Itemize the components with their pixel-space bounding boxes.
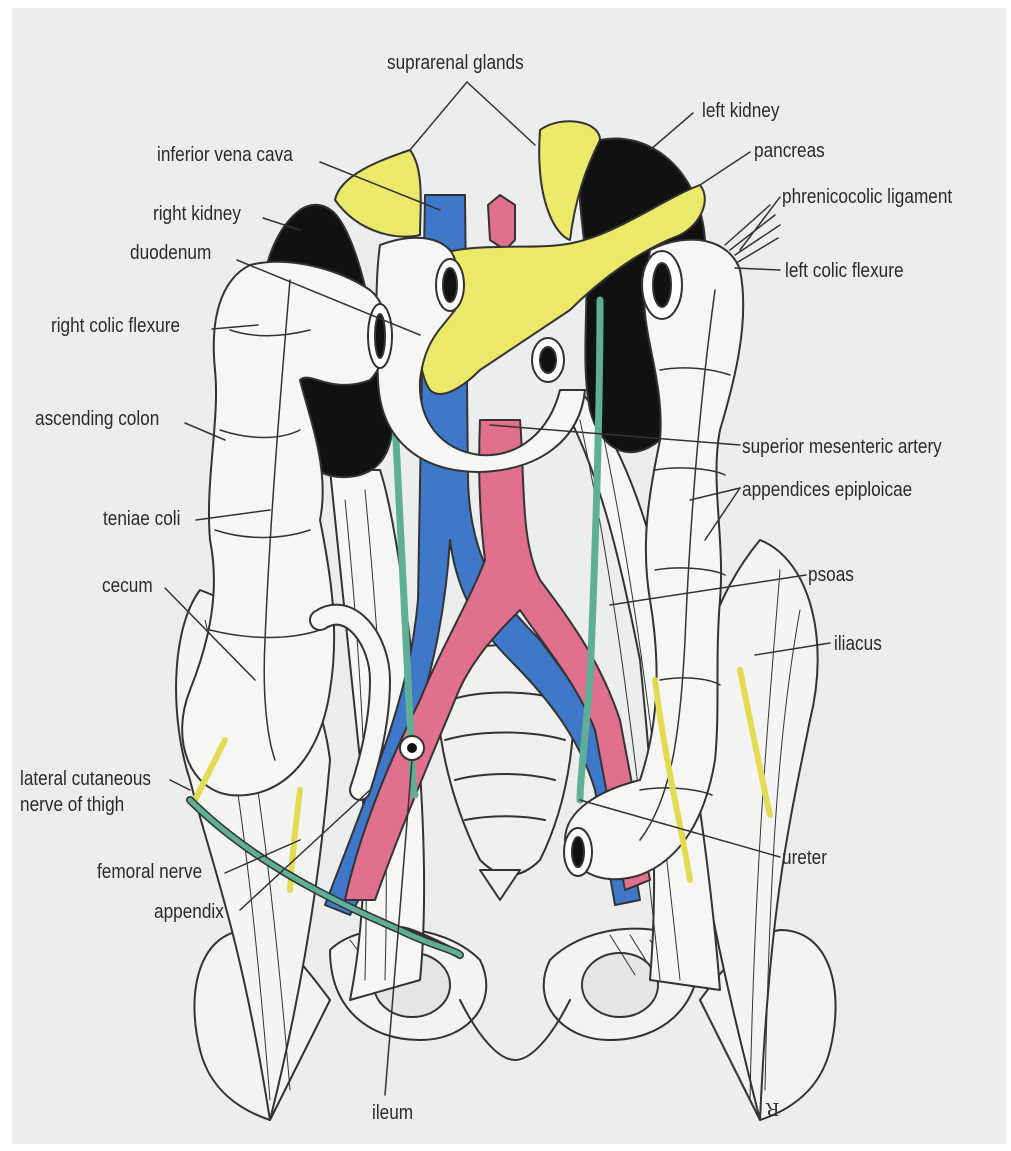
label-femoral-nerve: femoral nerve [97, 861, 202, 883]
label-pancreas: pancreas [754, 140, 825, 162]
label-left-kidney: left kidney [702, 100, 779, 122]
label-right-colic-flexure: right colic flexure [51, 315, 180, 337]
label-iliacus: iliacus [834, 633, 882, 655]
label-duodenum: duodenum [130, 242, 211, 264]
label-teniae-coli: teniae coli [103, 508, 180, 530]
abdominal-anatomy-diagram [12, 8, 1006, 1144]
figure-page: suprarenal glands left kidney inferior v… [12, 8, 1006, 1144]
label-ureter: ureter [782, 847, 827, 869]
label-psoas: psoas [808, 564, 854, 586]
label-superior-mesenteric-artery: superior mesenteric artery [742, 436, 942, 458]
artist-mark: R [766, 1098, 780, 1119]
label-appendices-epiploicae: appendices epiploicae [742, 479, 912, 501]
label-ascending-colon: ascending colon [35, 408, 159, 430]
label-lateral-cutaneous-nerve-2: nerve of thigh [20, 794, 124, 816]
label-suprarenal-glands: suprarenal glands [387, 52, 524, 74]
label-lateral-cutaneous-nerve-1: lateral cutaneous [20, 768, 151, 790]
suprarenal-glands [335, 121, 600, 240]
label-right-kidney: right kidney [153, 203, 241, 225]
label-phrenicocolic-ligament: phrenicocolic ligament [782, 186, 952, 208]
label-inferior-vena-cava: inferior vena cava [157, 144, 293, 166]
label-ileum: ileum [372, 1102, 413, 1124]
label-cecum: cecum [102, 575, 153, 597]
label-left-colic-flexure: left colic flexure [785, 260, 904, 282]
label-appendix: appendix [154, 901, 224, 923]
